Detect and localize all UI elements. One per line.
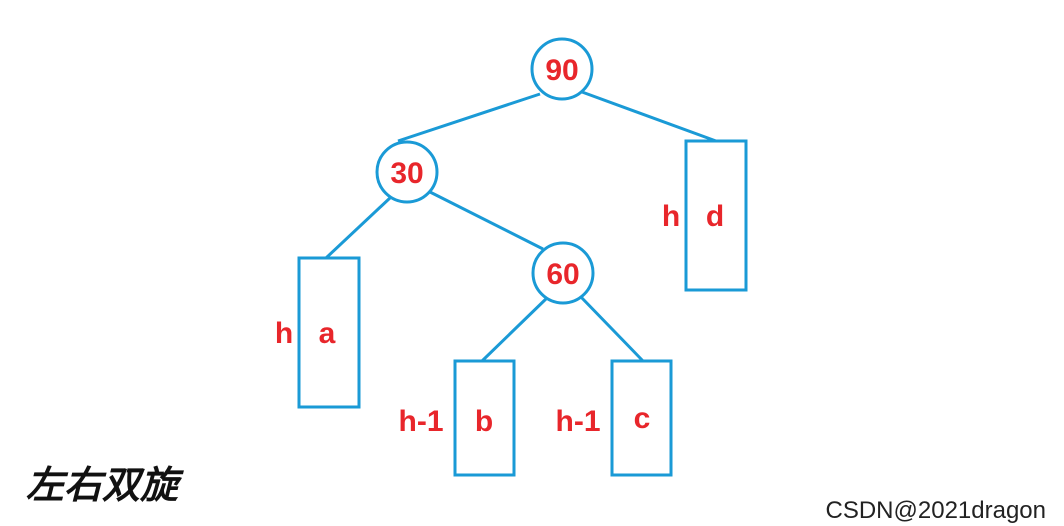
node-60-circle [531,241,595,305]
subtree-d-box [684,139,748,292]
edge-60-c [578,294,645,363]
node-30: 30 [375,140,439,204]
subtree-d-height: h [662,200,680,233]
subtree-b: b h-1 [399,359,516,477]
subtree-c-height: h-1 [556,405,601,438]
edge-90-30 [397,92,541,143]
node-30-circle [375,140,439,204]
node-90-label: 90 [545,54,578,87]
diagram-title: 左右双旋 [26,462,184,507]
node-30-label: 30 [390,157,423,190]
edge-90-d [581,90,717,143]
subtree-b-label: b [475,405,493,438]
subtree-b-box [453,359,516,477]
node-60: 60 [531,241,595,305]
subtree-a-height: h [275,317,293,350]
subtree-a-box [297,256,361,409]
subtree-a-label: a [319,317,336,350]
node-90-circle [530,37,594,101]
edge-30-60 [427,189,544,251]
subtree-c-box [610,359,673,477]
subtree-b-height: h-1 [399,405,444,438]
subtree-d: d h [662,139,748,292]
node-60-label: 60 [546,258,579,291]
tree-edges [324,90,717,363]
node-90: 90 [530,37,594,101]
subtree-c-label: c [634,402,651,435]
subtree-c: c h-1 [556,359,673,477]
edge-60-b [480,294,551,363]
edge-30-a [324,195,393,260]
subtree-a: a h [275,256,361,409]
watermark-text: CSDN@2021dragon [826,497,1047,524]
subtree-d-label: d [706,200,724,233]
